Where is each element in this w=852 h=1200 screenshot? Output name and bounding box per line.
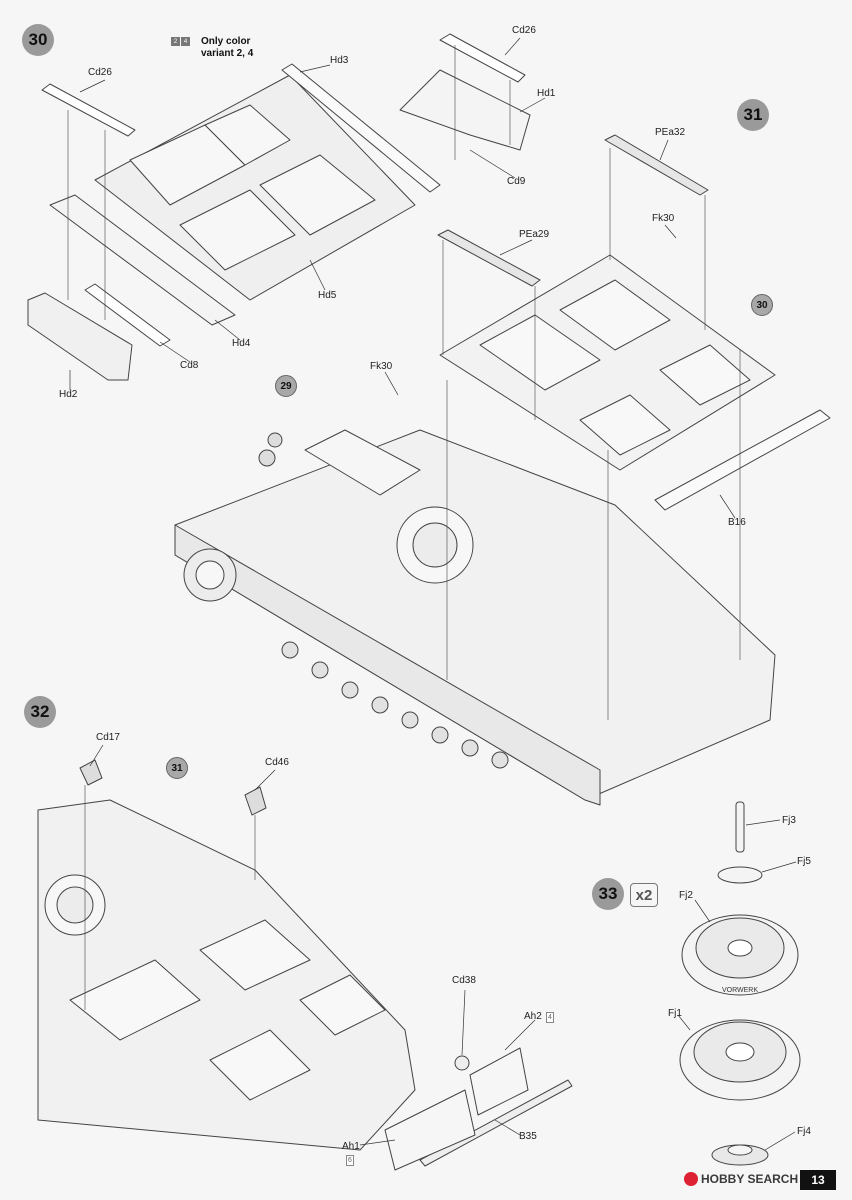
part-hd3 <box>281 63 441 193</box>
part-cd46 <box>244 786 267 816</box>
label-cd26-top: Cd26 <box>512 25 536 36</box>
reference-step-30: 30 <box>751 294 773 316</box>
color-variant-note-line1: Only color <box>201 36 251 47</box>
hull-step32 <box>37 799 416 1151</box>
color-variant-note-line2: variant 2, 4 <box>201 48 254 59</box>
label-cd26-left: Cd26 <box>88 67 112 78</box>
variant-4-icon: 4 <box>181 37 190 46</box>
step-number-31: 31 <box>737 99 769 131</box>
color-variant-icons: 2 4 <box>171 37 190 46</box>
watermark-text: HOBBY SEARCH <box>701 1172 799 1186</box>
part-cd17 <box>79 759 103 786</box>
part-fj5 <box>717 866 763 884</box>
roof-plate-hd5 <box>94 74 416 301</box>
ah1-multiplier: 6 <box>346 1155 354 1166</box>
part-ah2 <box>469 1047 529 1116</box>
part-fj3 <box>735 801 745 853</box>
label-fj4: Fj4 <box>797 1126 811 1137</box>
label-cd17: Cd17 <box>96 732 120 743</box>
wheel-lettering: VORWERK <box>722 987 758 994</box>
step-number-33: 33 <box>592 878 624 910</box>
label-hd5: Hd5 <box>318 290 337 301</box>
reference-step-31: 31 <box>166 757 188 779</box>
label-hd2: Hd2 <box>59 389 78 400</box>
part-cd26-top <box>439 33 526 83</box>
label-fj2: Fj2 <box>679 890 693 901</box>
label-fk30-left: Fk30 <box>370 361 393 372</box>
label-cd8: Cd8 <box>180 360 199 371</box>
part-pea29 <box>437 229 541 287</box>
part-hd2 <box>27 292 133 381</box>
step-number-32: 32 <box>24 696 56 728</box>
part-cd26-left <box>41 83 136 137</box>
part-b16 <box>654 409 831 511</box>
label-ah2: Ah2 <box>524 1011 542 1022</box>
label-fj3: Fj3 <box>782 815 796 826</box>
label-cd9: Cd9 <box>507 176 526 187</box>
label-hd4: Hd4 <box>232 338 251 349</box>
part-hd4 <box>49 194 236 326</box>
label-cd46: Cd46 <box>265 757 289 768</box>
label-hd3: Hd3 <box>330 55 349 66</box>
label-hd1: Hd1 <box>537 88 556 99</box>
part-cd38 <box>454 1055 470 1071</box>
label-fk30-right: Fk30 <box>652 213 675 224</box>
hobby-search-logo-icon <box>684 1172 698 1186</box>
variant-2-icon: 2 <box>171 37 180 46</box>
part-hd1 <box>399 69 531 151</box>
label-fj5: Fj5 <box>797 856 811 867</box>
superstructure-31 <box>439 254 776 471</box>
reference-step-29: 29 <box>275 375 297 397</box>
step-number-30: 30 <box>22 24 54 56</box>
label-pea32: PEa32 <box>655 127 686 138</box>
label-ah1: Ah1 <box>342 1141 360 1152</box>
part-cd8 <box>84 283 171 347</box>
page-number: 13 <box>800 1170 836 1190</box>
watermark: HOBBY SEARCH <box>684 1172 798 1186</box>
ah2-multiplier: 4 <box>546 1012 554 1023</box>
label-fj1: Fj1 <box>668 1008 682 1019</box>
part-pea32 <box>604 134 709 196</box>
step-33-multiplier: x2 <box>630 883 658 907</box>
label-b16: B16 <box>728 517 746 528</box>
label-b35: B35 <box>519 1131 537 1142</box>
label-cd38: Cd38 <box>452 975 476 986</box>
color-variant-note: Only color variant 2, 4 <box>201 36 253 60</box>
label-pea29: PEa29 <box>519 229 550 240</box>
part-ah1 <box>384 1089 476 1171</box>
part-b35 <box>419 1079 573 1167</box>
